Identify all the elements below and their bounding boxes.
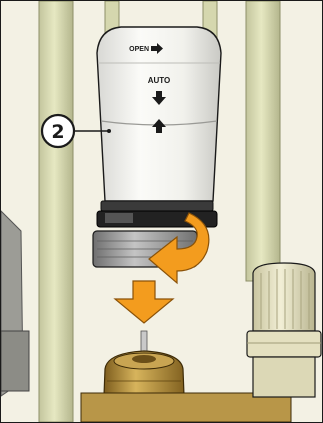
auto-label: AUTO xyxy=(148,76,171,85)
pipe-left xyxy=(39,1,73,422)
valve-cap-right xyxy=(247,263,321,397)
open-label: OPEN xyxy=(129,46,149,53)
callout-number: 2 xyxy=(51,121,64,143)
pipe-right xyxy=(246,1,280,281)
left-clamp xyxy=(1,331,29,391)
